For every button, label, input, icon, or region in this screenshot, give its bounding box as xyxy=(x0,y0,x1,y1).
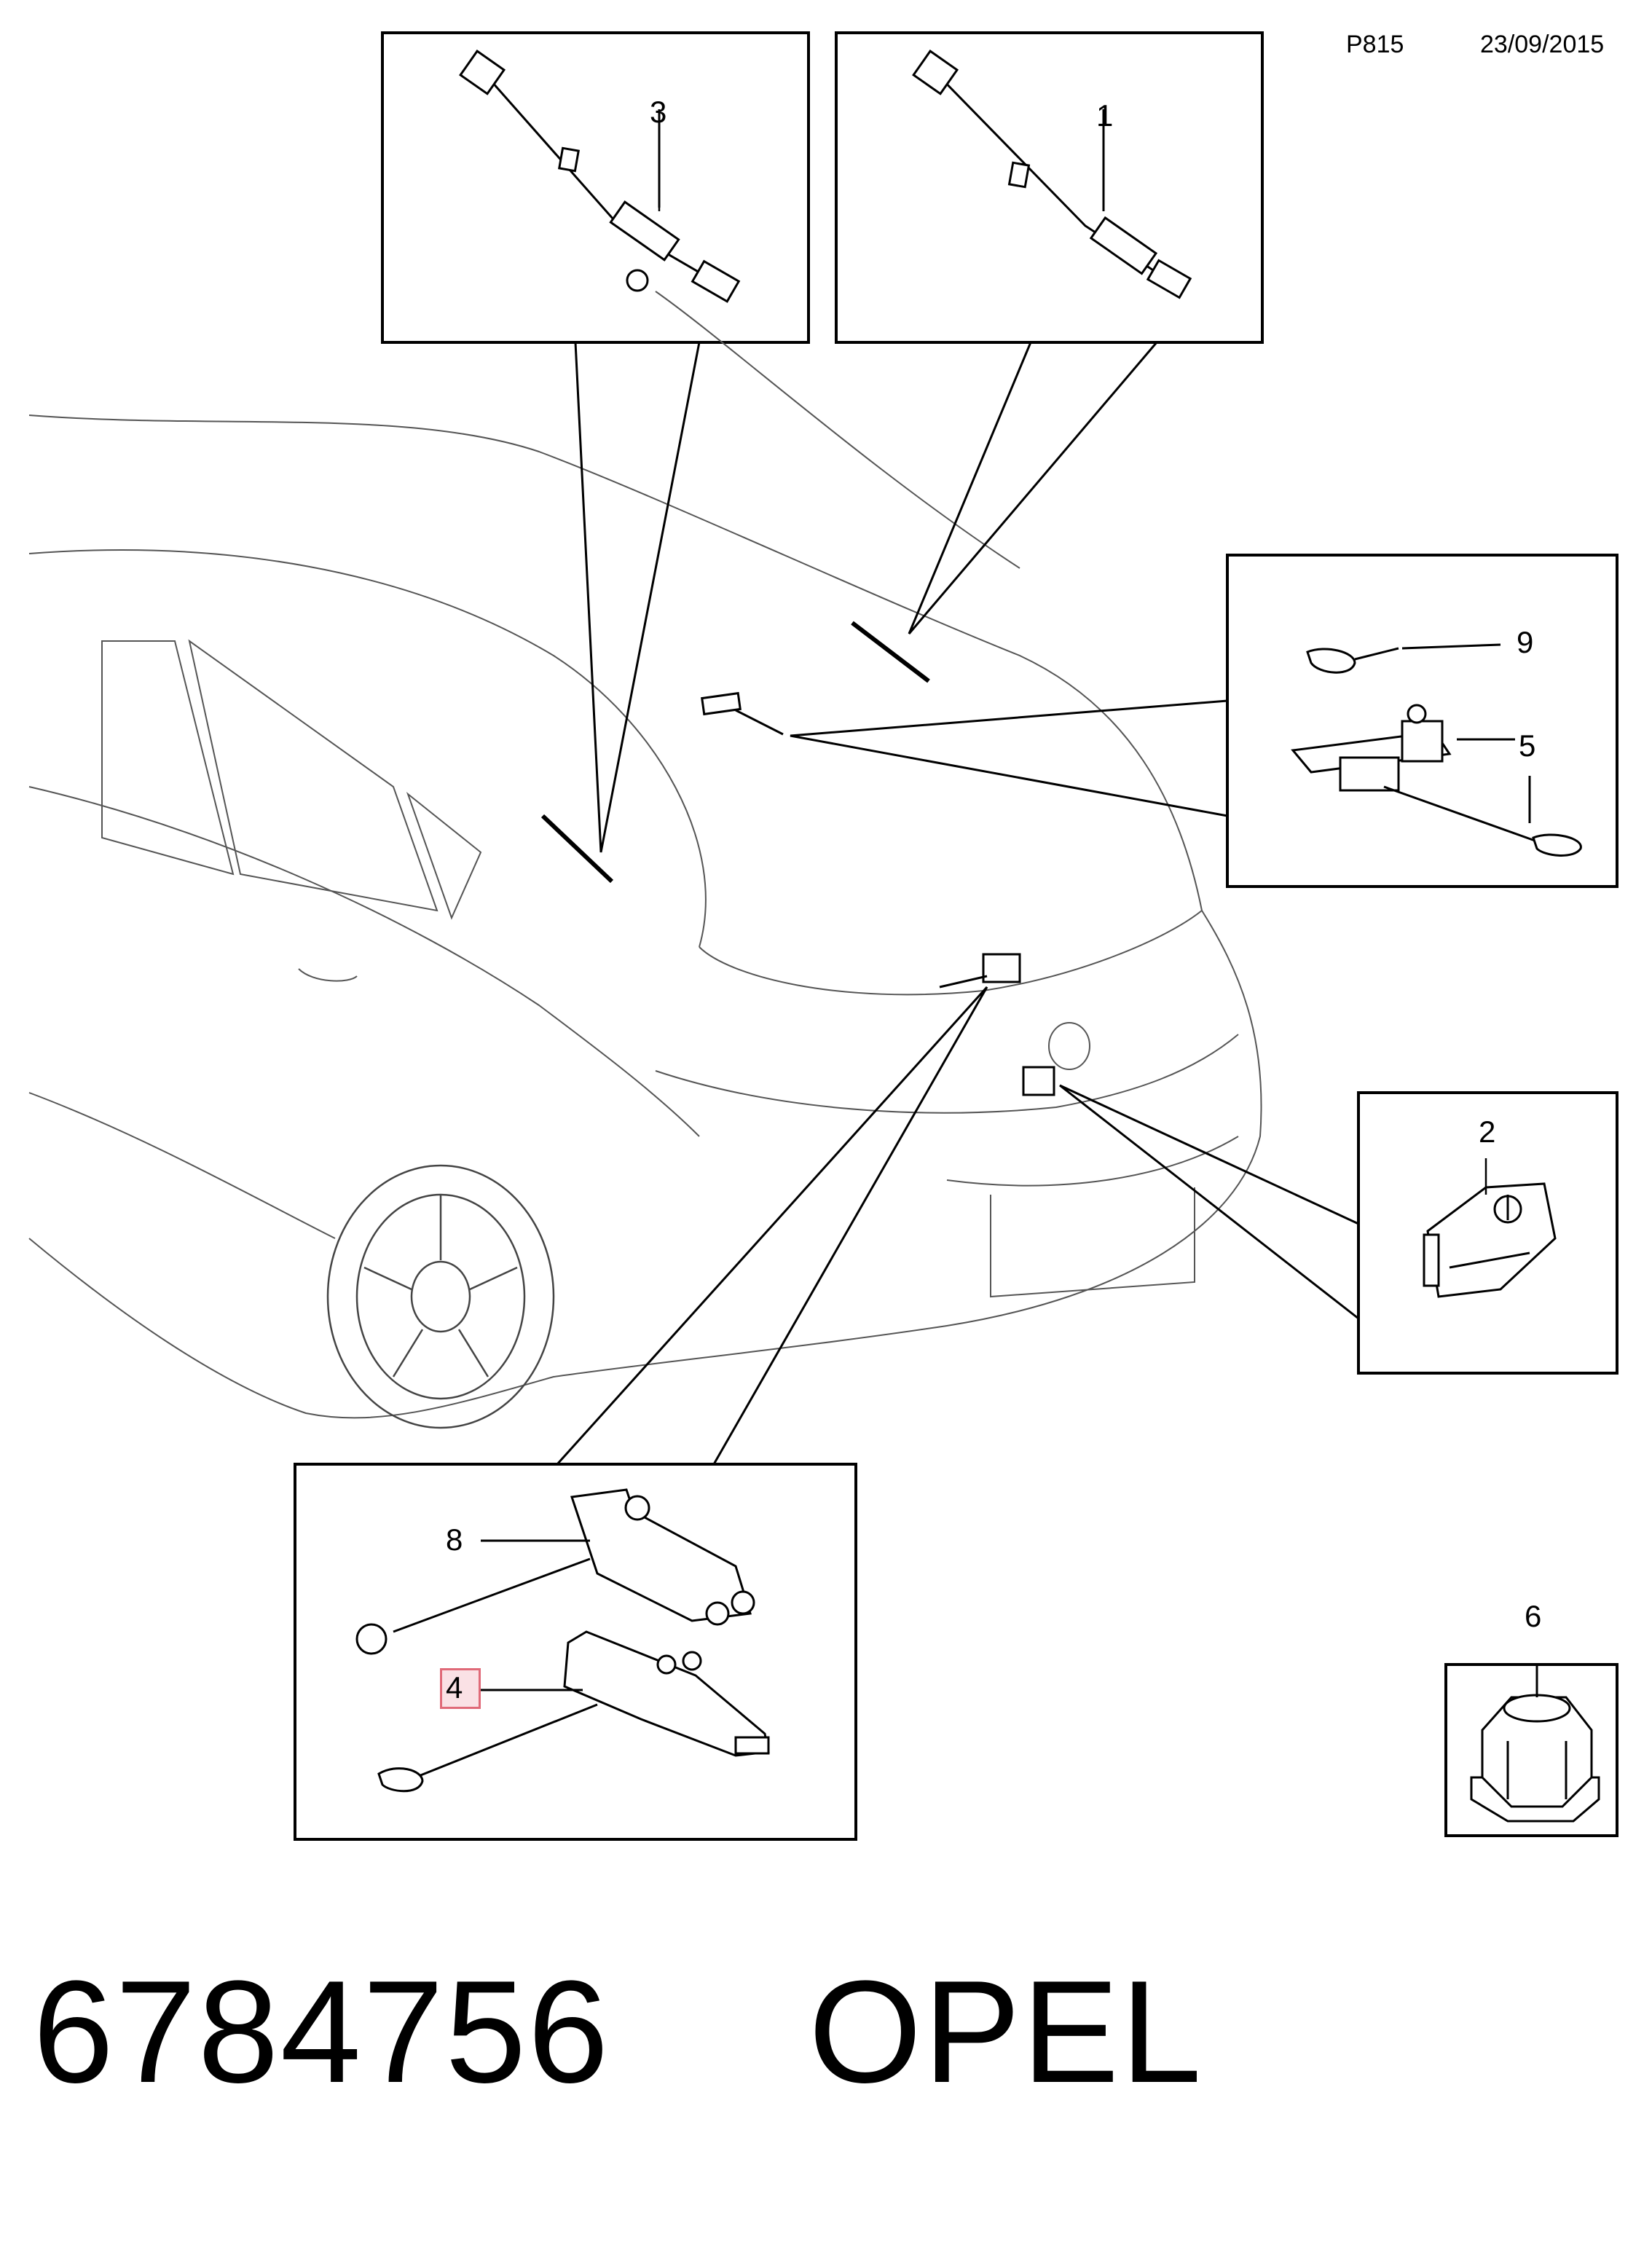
detail-box-3 xyxy=(381,31,810,344)
callout-9: 9 xyxy=(1517,625,1534,659)
car-outline xyxy=(28,291,1262,1419)
callout-2: 2 xyxy=(1479,1115,1496,1149)
detail-box-1 xyxy=(835,31,1264,344)
parts-diagram xyxy=(28,31,1618,1841)
antenna-cable-1-icon xyxy=(912,50,1192,299)
antenna-amplifiers-8-4-icon xyxy=(355,1488,770,1793)
callout-1: 1 xyxy=(1096,98,1114,133)
callout-6: 6 xyxy=(1525,1599,1542,1633)
car-mounted-parts xyxy=(540,621,1055,1096)
callout-4-highlight xyxy=(440,1668,481,1709)
part-number: 6784756 xyxy=(33,1951,610,2113)
brand-name: OPEL xyxy=(809,1951,1203,2113)
callout-5: 5 xyxy=(1519,728,1536,763)
wheel-icon xyxy=(326,1164,555,1429)
header-code: P815 xyxy=(1346,31,1404,58)
leader-lines xyxy=(556,342,1359,1466)
callout-4: 4 xyxy=(446,1670,463,1705)
header-date: 23/09/2015 xyxy=(1480,31,1605,58)
callout-8: 8 xyxy=(446,1522,463,1557)
antenna-modules-9-5-icon xyxy=(1291,643,1582,857)
nut-6-icon xyxy=(1470,1665,1600,1823)
callout-3: 3 xyxy=(650,95,667,129)
callout-leaders xyxy=(658,109,1487,1195)
